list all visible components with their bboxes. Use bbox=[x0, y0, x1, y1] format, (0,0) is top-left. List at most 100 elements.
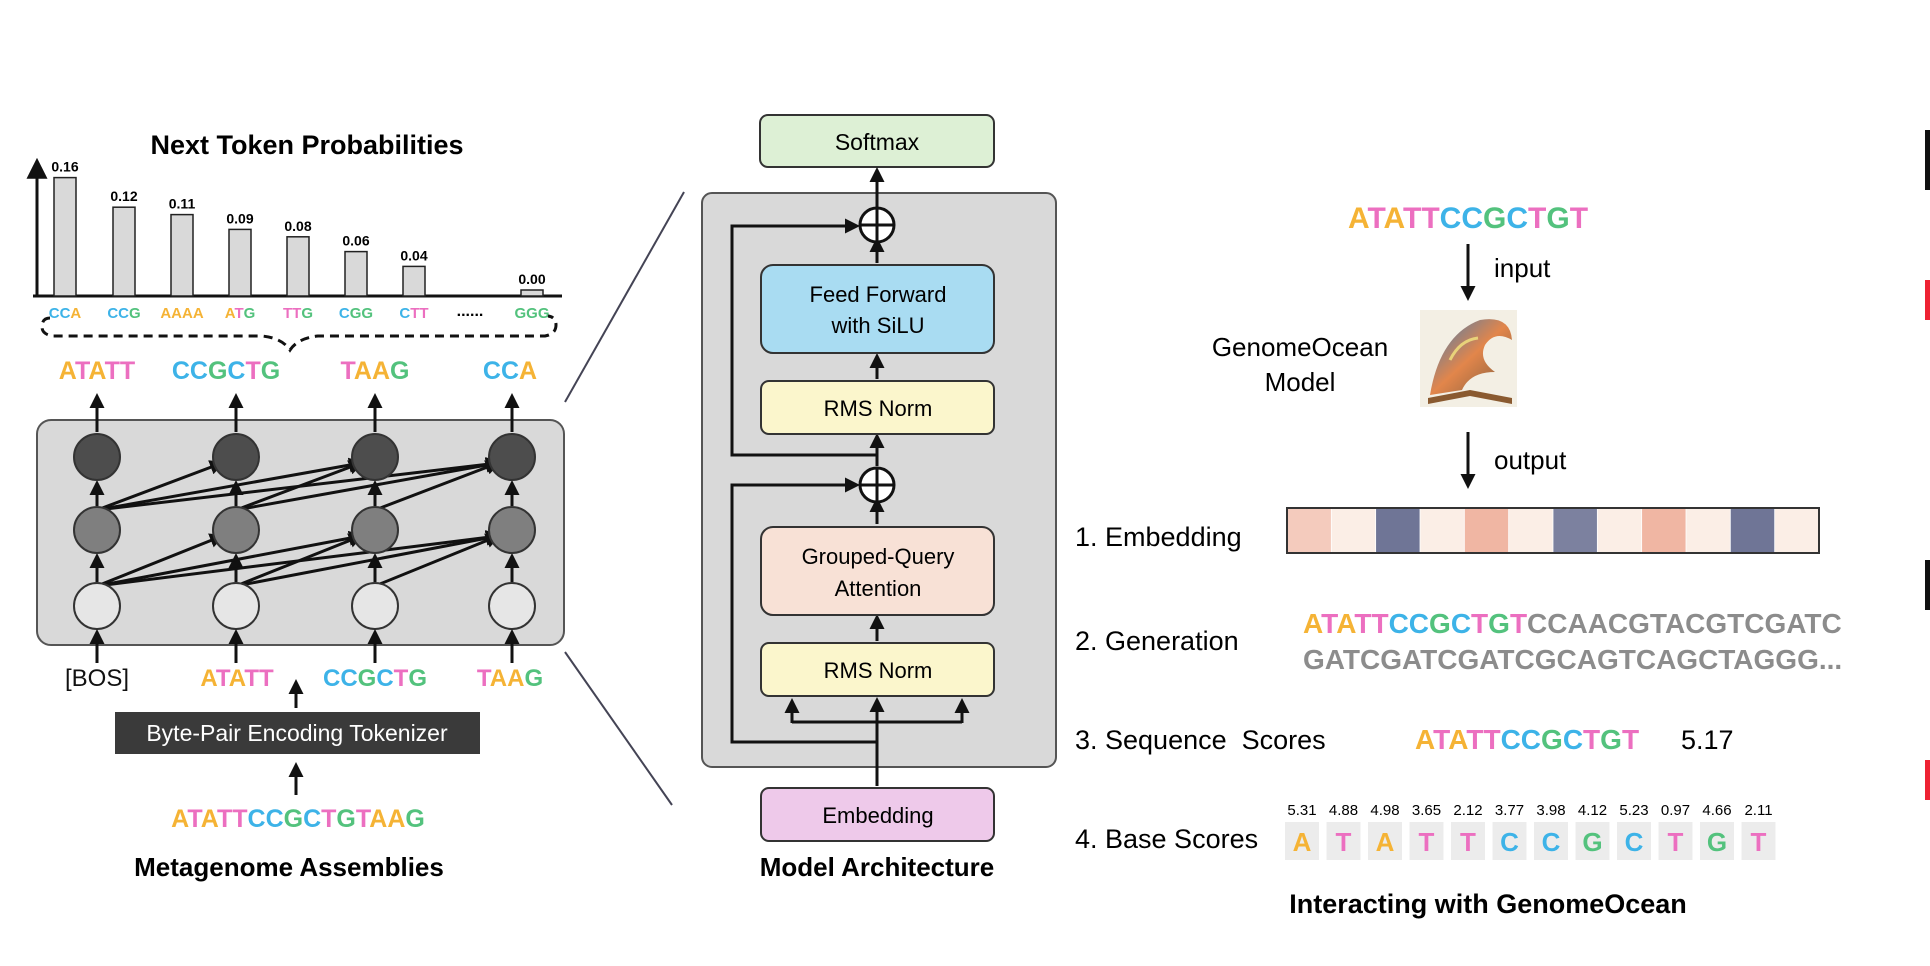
base-scores: A5.31T4.88A4.98T3.65T2.12C3.77C3.98G4.12… bbox=[1285, 802, 1776, 860]
bar bbox=[344, 250, 368, 297]
bar-category-label: AAAA bbox=[160, 305, 204, 322]
tokenizer-label: Byte-Pair Encoding Tokenizer bbox=[146, 720, 448, 746]
attention-edge bbox=[96, 530, 364, 588]
attention-edge bbox=[374, 533, 501, 588]
genomeocean-logo bbox=[1420, 310, 1517, 407]
bar-category-label: CCG bbox=[107, 305, 140, 322]
bar-value-label: 0.11 bbox=[169, 196, 196, 212]
input-token: ATATT bbox=[200, 665, 274, 692]
base-score-value: 5.31 bbox=[1287, 802, 1316, 819]
bar-category-label: GGG bbox=[514, 305, 549, 322]
sequence-scores-sequence: ATATTCCGCTGT bbox=[1415, 724, 1639, 755]
embedding-cell bbox=[1508, 508, 1554, 553]
sequence-scores-label: 3. Sequence Scores bbox=[1075, 725, 1326, 755]
ffn-label-2: with SiLU bbox=[831, 313, 925, 338]
bar bbox=[53, 176, 77, 297]
base-letter: G bbox=[1707, 827, 1727, 857]
base-cell bbox=[1741, 822, 1776, 860]
token-arrows bbox=[89, 393, 520, 663]
ffn-box bbox=[760, 264, 995, 354]
residual-top bbox=[730, 218, 877, 457]
bar-value-label: 0.12 bbox=[110, 188, 137, 204]
base-cell bbox=[1409, 822, 1444, 860]
middle-panel: Softmax Feed Forward with SiLU bbox=[701, 114, 1057, 882]
base-score-value: 3.98 bbox=[1536, 802, 1565, 819]
base-cell bbox=[1326, 822, 1361, 860]
base-score-value: 2.11 bbox=[1744, 802, 1772, 819]
base-score-value: 4.12 bbox=[1578, 802, 1607, 819]
bar-value-label: 0.09 bbox=[226, 210, 253, 226]
embedding-cell bbox=[1597, 508, 1643, 553]
base-score-value: 0.97 bbox=[1661, 802, 1690, 819]
model-name-2: Model bbox=[1265, 367, 1336, 397]
softmax-label: Softmax bbox=[835, 129, 920, 155]
network-node bbox=[488, 506, 536, 554]
network-node bbox=[73, 582, 121, 630]
bar bbox=[228, 228, 252, 297]
base-letter: T bbox=[1668, 827, 1684, 857]
embedding-cell bbox=[1774, 508, 1820, 553]
base-score-value: 3.65 bbox=[1412, 802, 1441, 819]
base-cell bbox=[1575, 822, 1610, 860]
embedding-cell bbox=[1331, 508, 1377, 553]
attention-edges bbox=[89, 456, 520, 588]
base-cell bbox=[1492, 822, 1527, 860]
bar bbox=[112, 206, 136, 297]
output-token: CCA bbox=[483, 357, 537, 385]
residual-bottom bbox=[730, 477, 877, 744]
base-score-value: 4.98 bbox=[1370, 802, 1399, 819]
add-circle-bottom bbox=[858, 466, 896, 504]
bar-category-label: CCA bbox=[49, 305, 82, 322]
base-letter: A bbox=[1376, 827, 1395, 857]
base-letter: C bbox=[1625, 827, 1644, 857]
bar-value-label: 0.16 bbox=[51, 159, 78, 175]
network-node bbox=[351, 433, 399, 481]
input-label: input bbox=[1494, 253, 1551, 283]
tokenizer-box bbox=[115, 712, 480, 754]
input-token: [BOS] bbox=[65, 665, 129, 692]
bar-category-label: CGG bbox=[339, 305, 373, 322]
embedding-cell bbox=[1730, 508, 1776, 553]
output-token: CCGCTG bbox=[172, 357, 280, 385]
base-letter: T bbox=[1336, 827, 1352, 857]
zoom-line-top bbox=[564, 191, 685, 403]
right-panel: ATATTCCGCTGT input GenomeOcean Model out… bbox=[1075, 202, 1842, 919]
bar bbox=[520, 289, 544, 297]
network-node bbox=[73, 433, 121, 481]
base-letter: C bbox=[1500, 827, 1519, 857]
bar-category-label: ATG bbox=[225, 305, 256, 322]
attention-box bbox=[760, 526, 995, 616]
attention-edge bbox=[96, 456, 501, 512]
bar bbox=[286, 236, 310, 297]
bar-value-label: 0.08 bbox=[284, 218, 311, 234]
base-letter: A bbox=[1293, 827, 1312, 857]
embedding-box bbox=[760, 787, 995, 842]
attention-edge bbox=[96, 533, 225, 588]
attention-edge bbox=[235, 457, 501, 512]
network-node bbox=[212, 582, 260, 630]
base-cell bbox=[1658, 822, 1693, 860]
network-node bbox=[73, 506, 121, 554]
base-cell bbox=[1368, 822, 1402, 860]
base-letter: T bbox=[1419, 827, 1435, 857]
embedding-cell bbox=[1287, 508, 1332, 553]
base-letter: G bbox=[1582, 827, 1602, 857]
rms-norm-top-box bbox=[760, 380, 995, 435]
base-score-value: 5.23 bbox=[1619, 802, 1648, 819]
network-node bbox=[351, 506, 399, 554]
network-node bbox=[488, 582, 536, 630]
base-letter: T bbox=[1460, 827, 1476, 857]
sequence-score-value: 5.17 bbox=[1681, 725, 1734, 755]
embedding-cell bbox=[1641, 508, 1687, 553]
ffn-label-1: Feed Forward bbox=[810, 282, 947, 307]
embedding-label: Embedding bbox=[822, 803, 933, 828]
base-score-value: 2.12 bbox=[1453, 802, 1482, 819]
output-token: TAAG bbox=[341, 357, 410, 385]
add-circle-top bbox=[858, 206, 896, 244]
input-token: CCGCTG bbox=[323, 665, 427, 692]
base-cell bbox=[1617, 822, 1651, 860]
